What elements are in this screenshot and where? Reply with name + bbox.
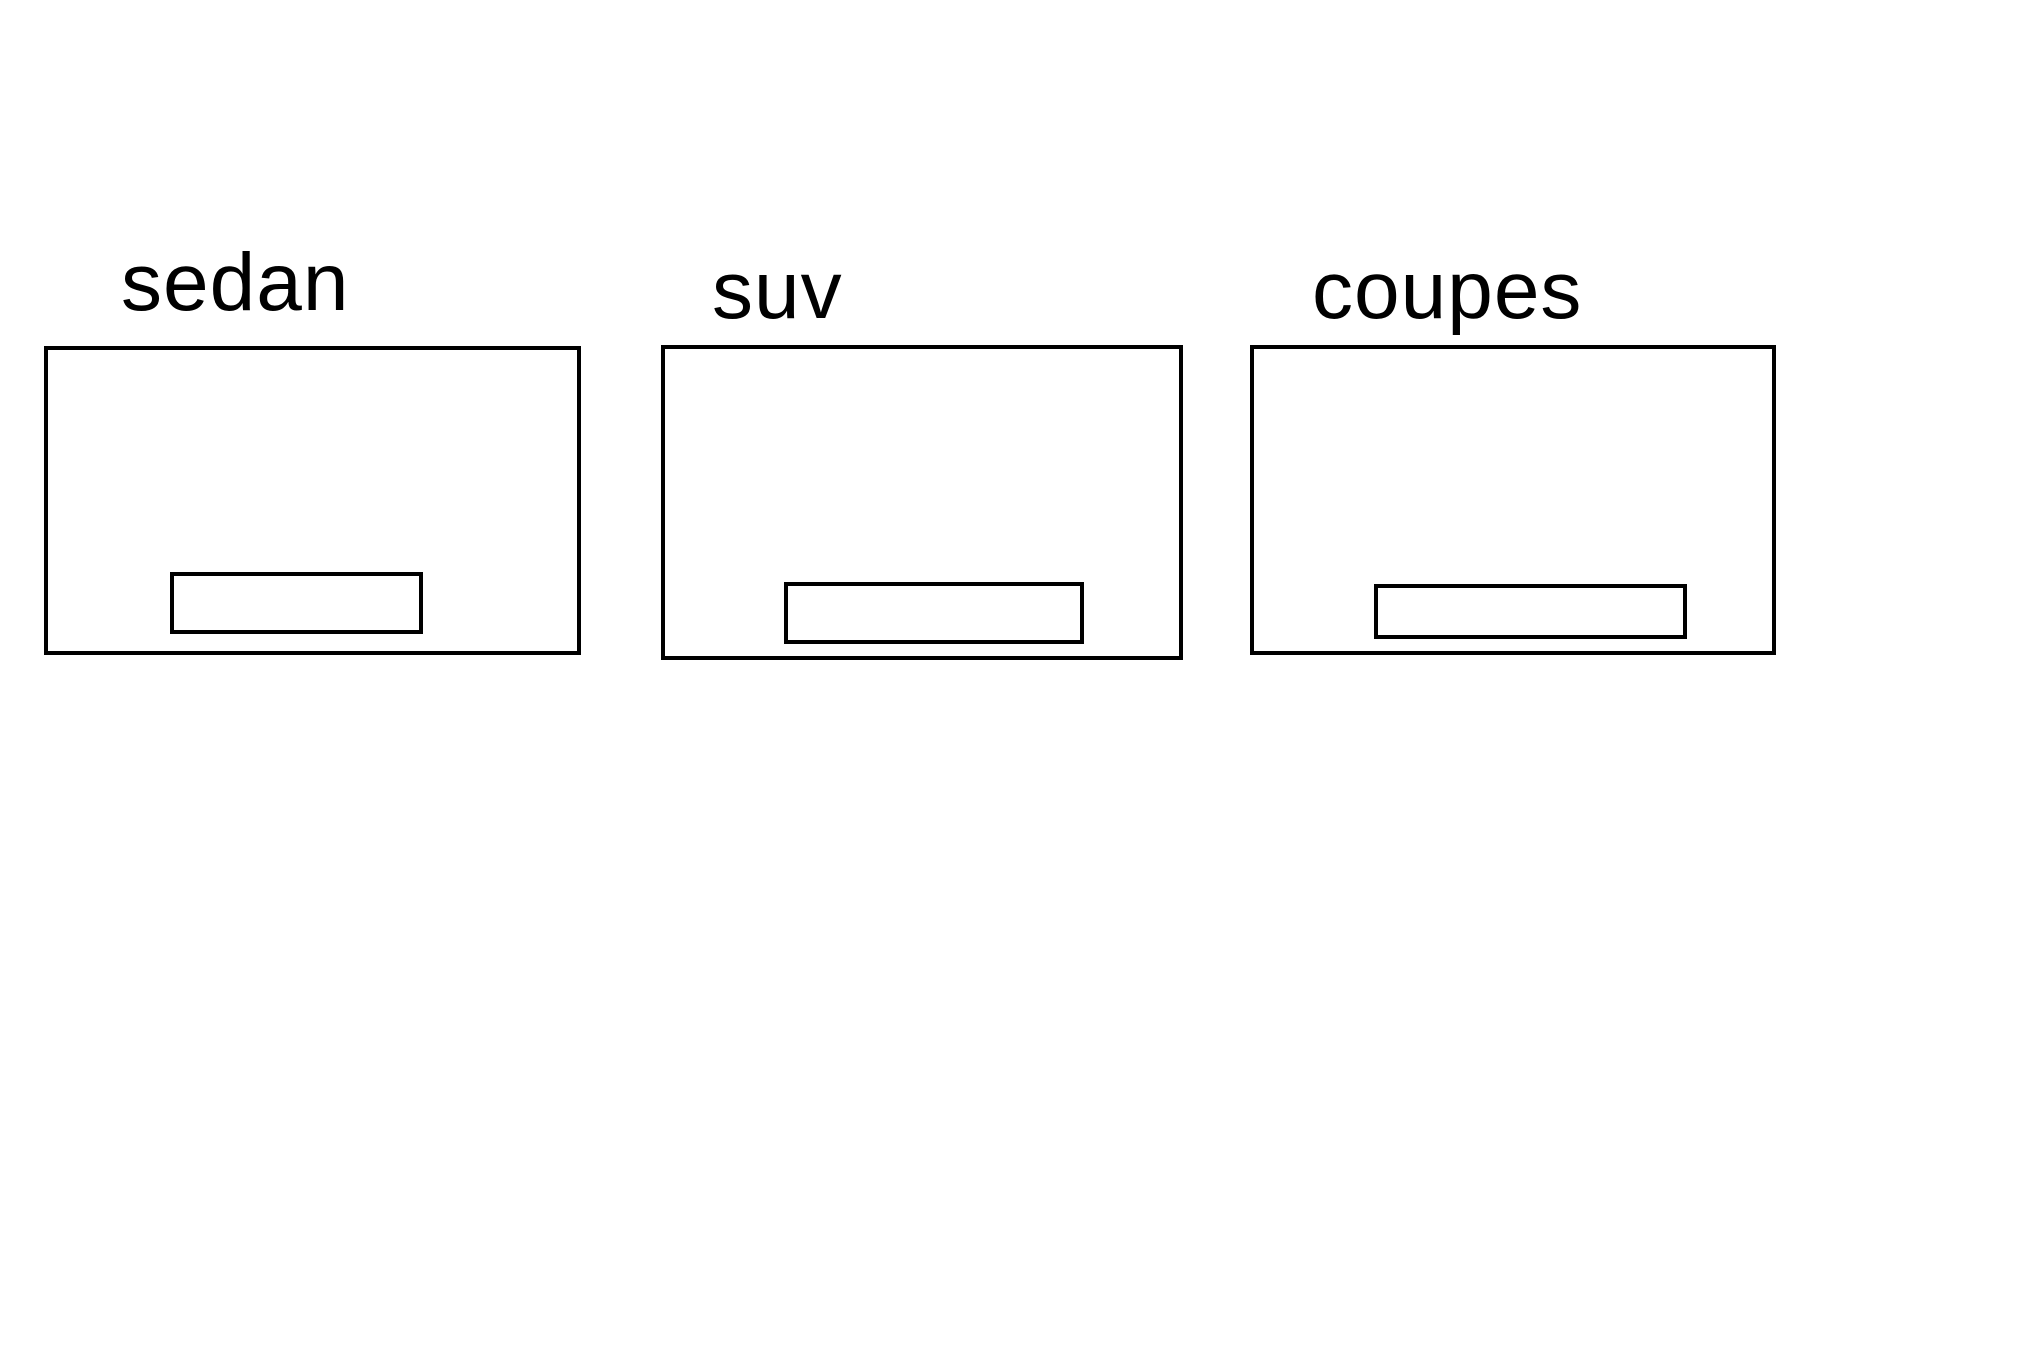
panel-label-sedan: sedan: [121, 237, 350, 328]
panel-label-suv: suv: [712, 245, 843, 336]
panel-label-coupes: coupes: [1312, 245, 1583, 336]
panel-inner-box-sedan: [170, 572, 423, 634]
panel-inner-box-coupes: [1374, 584, 1687, 639]
panel-inner-box-suv: [784, 582, 1084, 644]
